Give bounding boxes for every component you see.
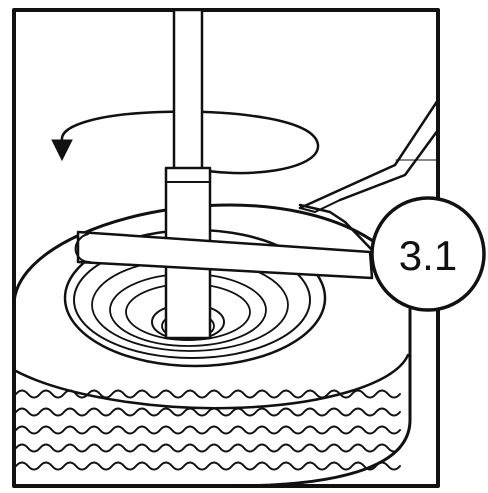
tire-tread	[15, 389, 401, 471]
tire-lever	[74, 203, 374, 280]
step-label: 3.1	[399, 232, 457, 279]
rotation-arrow	[51, 110, 320, 175]
arrow-head-icon	[51, 139, 73, 162]
center-shaft	[164, 8, 212, 340]
machine-arm	[298, 98, 440, 213]
step-callout: 3.1	[370, 196, 486, 312]
